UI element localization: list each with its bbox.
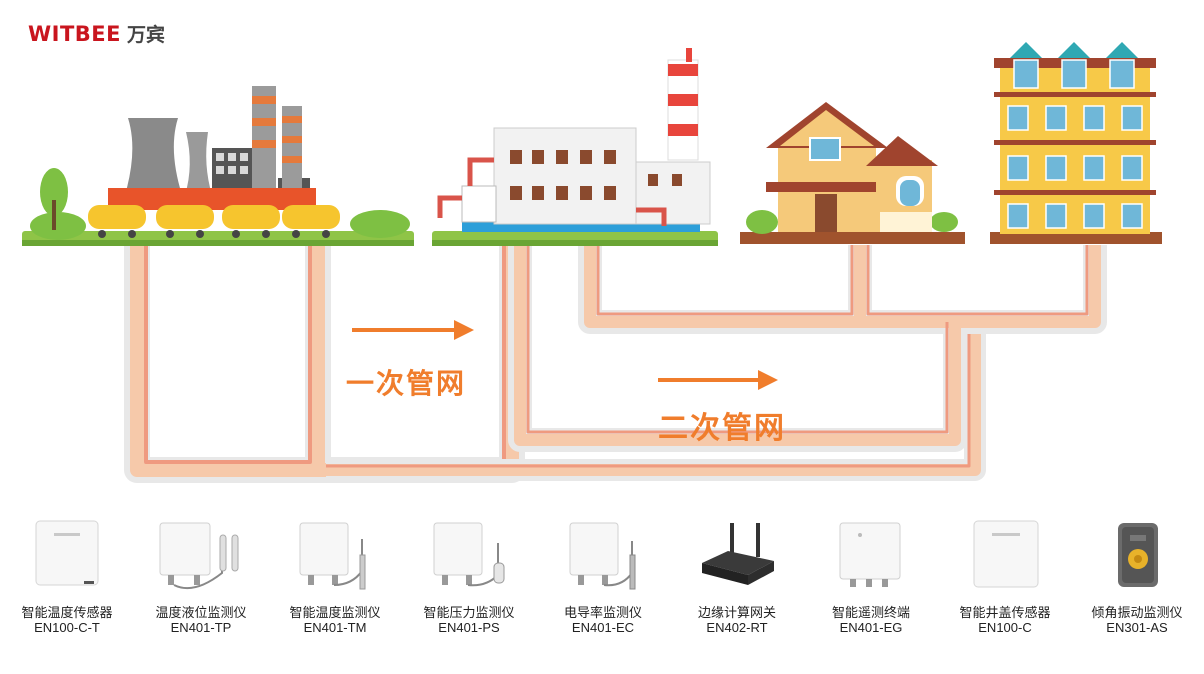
product-name: 智能温度传感器 (21, 605, 113, 620)
product-model: EN402-RT (706, 620, 768, 635)
product-item[interactable]: 倾角振动监测仪 EN301-AS (1070, 515, 1204, 635)
product-model: EN100-C-T (34, 620, 100, 635)
product-name: 智能温度监测仪 (289, 605, 381, 620)
product-item[interactable]: 智能井盖传感器 EN100-C (938, 515, 1072, 635)
tank-car-icon (88, 205, 340, 238)
product-name: 智能井盖传感器 (959, 605, 1051, 620)
flow-arrow-secondary (658, 370, 778, 390)
product-model: EN401-TP (170, 620, 232, 635)
telemetry-terminal-icon (804, 515, 938, 597)
square-sensor-icon (938, 515, 1072, 597)
product-item[interactable]: 智能温度监测仪 EN401-TM (268, 515, 402, 635)
brand-logo: WITBEE 万宾 (28, 20, 165, 47)
probe-monitor-icon (536, 515, 670, 597)
product-model: EN401-TM (303, 620, 367, 635)
pipe-network (124, 245, 1107, 483)
square-sensor-icon (0, 515, 134, 597)
house-illustration (740, 102, 965, 244)
secondary-pipe-outer (508, 245, 1107, 452)
product-item[interactable]: 智能遥测终端 EN401-EG (804, 515, 938, 635)
product-item[interactable]: 温度液位监测仪 EN401-TP (134, 515, 268, 635)
product-model: EN401-EG (839, 620, 903, 635)
product-item[interactable]: 智能温度传感器 EN100-C-T (0, 515, 134, 635)
heat-station-illustration (432, 48, 718, 246)
brand-name-cn: 万宾 (127, 24, 166, 46)
heating-network-diagram (22, 42, 1162, 483)
product-name: 温度液位监测仪 (155, 605, 247, 620)
router-icon (670, 515, 804, 597)
product-name: 智能遥测终端 (831, 605, 910, 620)
power-plant-illustration (22, 86, 414, 246)
primary-network-label: 一次管网 (346, 367, 467, 400)
apartment-illustration (990, 42, 1162, 244)
primary-pipe-mid (130, 245, 519, 477)
probe-monitor-icon (134, 515, 268, 597)
probe-monitor-icon (268, 515, 402, 597)
product-item[interactable]: 边缘计算网关 EN402-RT (670, 515, 804, 635)
cooling-tower-icon (125, 118, 182, 195)
product-item[interactable]: 智能压力监测仪 EN401-PS (402, 515, 536, 635)
product-item[interactable]: 电导率监测仪 EN401-EC (536, 515, 670, 635)
flow-arrow-primary (352, 320, 474, 340)
product-name: 边缘计算网关 (697, 605, 776, 620)
product-name: 电导率监测仪 (563, 605, 642, 620)
product-list: 智能温度传感器 EN100-C-T 温度液位监测仪 EN401-TP 智能温度监… (0, 515, 1204, 645)
product-model: EN100-C (978, 620, 1032, 635)
product-model: EN301-AS (1106, 620, 1168, 635)
brand-name: WITBEE (28, 22, 121, 46)
tilt-sensor-icon (1070, 515, 1204, 597)
secondary-pipe-inner (526, 245, 1089, 434)
product-name: 倾角振动监测仪 (1091, 605, 1183, 620)
product-name: 智能压力监测仪 (423, 605, 515, 620)
probe-monitor-icon (402, 515, 536, 597)
secondary-network-label: 二次管网 (658, 411, 786, 446)
product-model: EN401-EC (571, 620, 635, 635)
secondary-pipe-mid (514, 245, 1101, 446)
product-model: EN401-PS (438, 620, 500, 635)
